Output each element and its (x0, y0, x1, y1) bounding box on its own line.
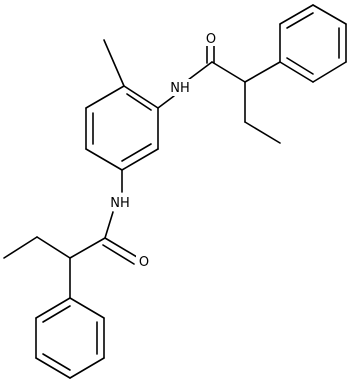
bonds (3, 4, 347, 379)
atom-label-nh-bottom: NH (110, 196, 130, 211)
bond (35, 357, 71, 379)
bond (187, 61, 213, 81)
bond (312, 4, 347, 25)
bond (69, 237, 106, 259)
bond-inner (121, 143, 152, 162)
bond (69, 357, 105, 379)
atom-label-nh-top: NH (170, 81, 190, 96)
bond (157, 95, 175, 109)
bond (279, 4, 314, 25)
bond (244, 121, 281, 144)
bond-inner (286, 12, 314, 29)
bond (103, 39, 125, 87)
bond (35, 297, 71, 319)
bond (312, 61, 347, 83)
bond-inner (42, 305, 71, 323)
atom-labels: NH O NH O (106, 30, 218, 270)
bond (69, 297, 105, 319)
bond (104, 237, 138, 258)
bond-inner (286, 57, 314, 75)
bond (36, 236, 71, 259)
bond (85, 85, 125, 109)
bond (123, 85, 159, 109)
bond-inner (126, 93, 152, 111)
bond (244, 61, 281, 83)
atom-label-o-bottom: O (139, 255, 149, 270)
atom-label-o-top: O (206, 32, 216, 47)
bond (121, 148, 159, 171)
bond-inner (42, 353, 71, 371)
bond (211, 61, 246, 83)
bond (279, 61, 314, 83)
bond (102, 244, 135, 265)
bond (3, 236, 38, 259)
bond (104, 211, 114, 239)
bond (85, 148, 123, 171)
